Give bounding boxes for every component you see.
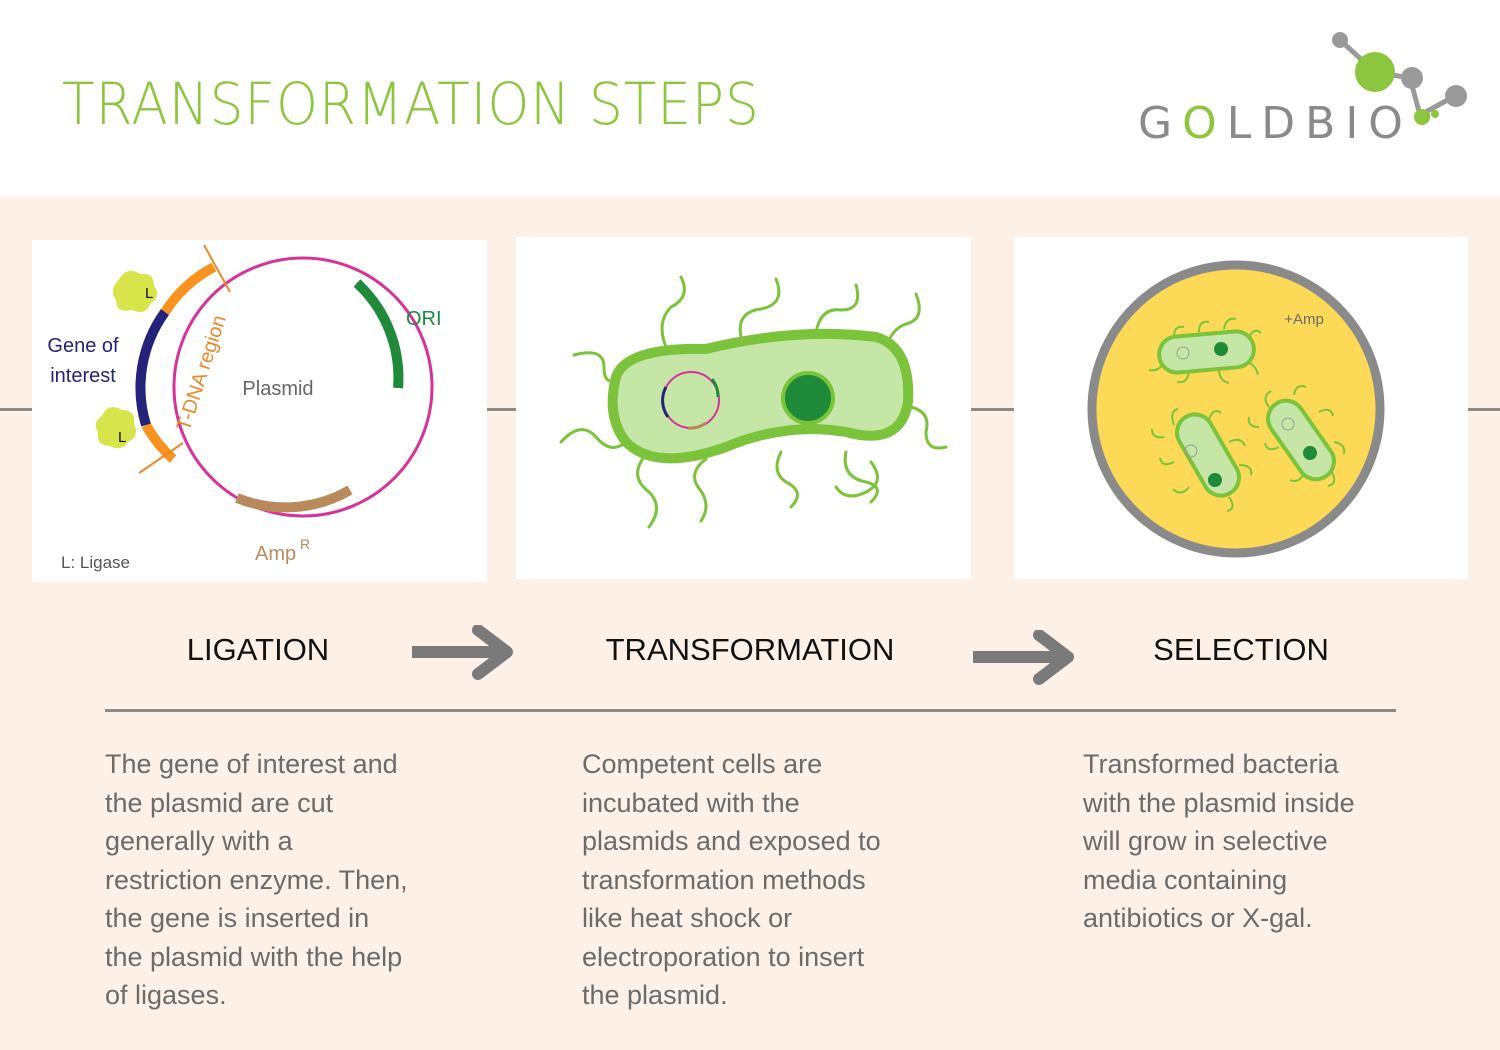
agar-plate-diagram: +Amp [1087, 260, 1385, 558]
arrow-right-icon [973, 630, 1074, 685]
step-description-selection: Transformed bacteria with the plasmid in… [1083, 749, 1355, 933]
step-description-ligation: The gene of interest and the plasmid are… [105, 749, 408, 1010]
gene-segment [135, 309, 170, 427]
tdna-segment [141, 422, 177, 463]
svg-text:Amp: Amp [255, 543, 296, 565]
step-title-ligation: LIGATION [186, 632, 330, 667]
bacterium-icon [1148, 317, 1262, 384]
ampr-segment [235, 485, 353, 513]
petri-dish [1087, 260, 1385, 558]
timeline-segment [487, 408, 516, 411]
plasmid-ring [172, 256, 434, 518]
step-description-transformation: Competent cells are incubated with the p… [582, 749, 881, 1010]
tdna-segment [160, 262, 217, 315]
svg-text:L: L [145, 285, 153, 302]
page-title: TRANSFORMATION STEPS [62, 70, 760, 138]
bacterium-cell [607, 328, 914, 464]
nucleoid-icon [781, 371, 835, 425]
bacterium-diagram [559, 275, 948, 529]
ligase-icon [95, 407, 136, 449]
svg-text:+Amp: +Amp [1284, 311, 1324, 328]
timeline-segment [0, 408, 32, 411]
selection-panel: +Amp [1014, 237, 1468, 579]
timeline-segment [971, 408, 1014, 411]
timeline-segment [1468, 408, 1500, 411]
plasmid-diagram: L L Gene of interest T-DNA region Plasmi… [47, 244, 442, 572]
ligase-icon [112, 270, 158, 312]
transformation-panel [516, 237, 971, 579]
section-divider [105, 709, 1396, 712]
svg-text:T-DNA region: T-DNA region [173, 313, 231, 434]
brand-name: GOLDBIO [1138, 98, 1413, 149]
ligation-panel: L L Gene of interest T-DNA region Plasmi… [32, 240, 487, 582]
bacterium-icon [1247, 385, 1346, 487]
svg-text:ORI: ORI [406, 308, 442, 330]
ori-segment [353, 279, 404, 389]
svg-text:Gene of: Gene of [47, 335, 119, 357]
svg-text:L: Ligase: L: Ligase [61, 553, 130, 572]
arrow-right-icon [412, 625, 513, 680]
svg-text:L: L [118, 429, 126, 446]
header: TRANSFORMATION STEPS GOLDBIO [0, 0, 1500, 197]
molecule-icon [1332, 32, 1467, 125]
goldbio-logo: GOLDBIO [1130, 30, 1490, 160]
bacterium-icon [1151, 408, 1253, 512]
step-title-transformation: TRANSFORMATION [605, 632, 895, 667]
svg-text:Plasmid: Plasmid [242, 378, 313, 400]
svg-text:R: R [300, 536, 310, 552]
step-title-selection: SELECTION [1153, 632, 1329, 667]
svg-text:interest: interest [50, 365, 116, 387]
